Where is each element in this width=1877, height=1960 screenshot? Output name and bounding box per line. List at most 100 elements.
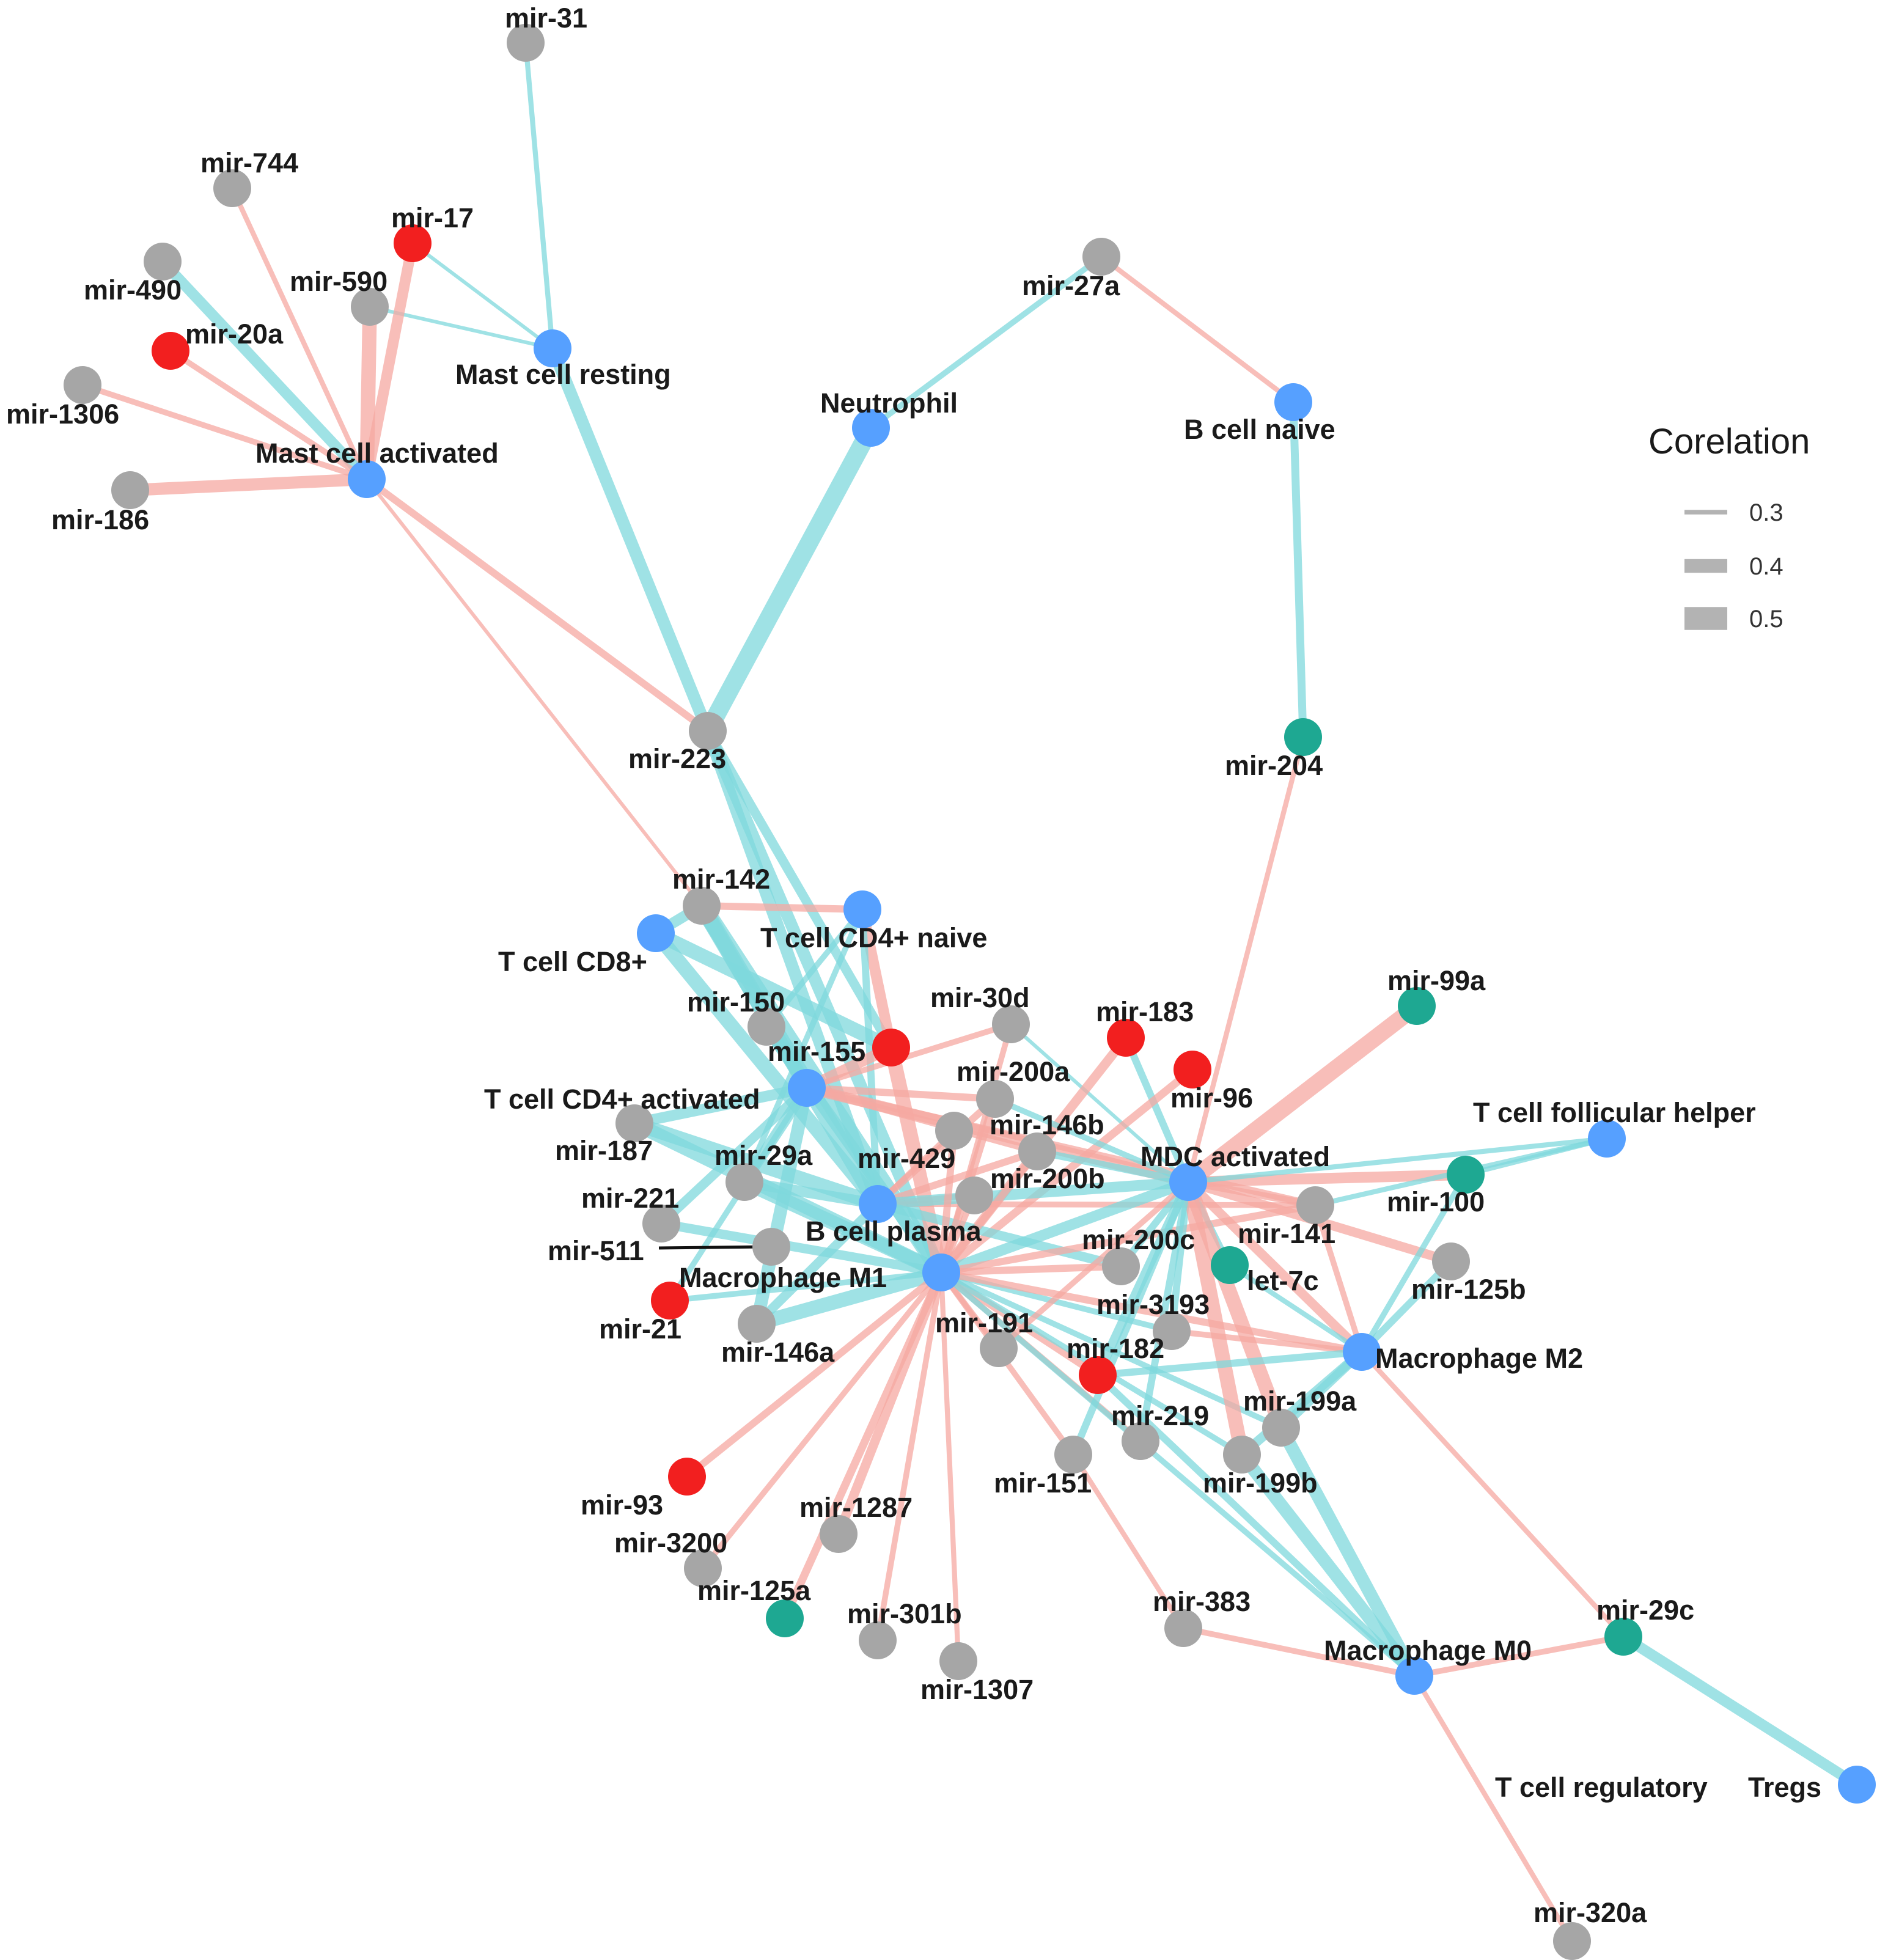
node-mir-3200[interactable]	[684, 1549, 722, 1587]
node-b-naive[interactable]	[1274, 383, 1312, 421]
node-mir-30d[interactable]	[992, 1005, 1030, 1043]
edge-t-cd4-activated-mir-200a	[806, 1084, 996, 1103]
edge-mast-activated-mir-1306	[81, 382, 368, 482]
edge-mdc-activated-mir-146b	[1036, 1148, 1189, 1186]
node-mir-186[interactable]	[111, 471, 149, 509]
label-mir-219: mir-219	[1111, 1400, 1209, 1431]
node-mir-200b[interactable]	[955, 1176, 993, 1214]
edge-mac-m2-mir-182	[1097, 1348, 1362, 1379]
node-mir-1306[interactable]	[64, 366, 101, 404]
edge-mast-activated-mir-20a	[169, 348, 369, 482]
label-mir-155: mir-155	[768, 1036, 865, 1067]
label-b-plasma: B cell plasma	[806, 1216, 982, 1247]
node-neutrophil[interactable]	[852, 409, 890, 447]
node-mir-199a[interactable]	[1262, 1409, 1300, 1447]
edge-mir-142-t-cd4-naive	[701, 902, 863, 913]
node-mir-125a[interactable]	[766, 1599, 804, 1637]
edge-mac-m1-mir-146b	[938, 1149, 1040, 1275]
node-mir-146b[interactable]	[1018, 1132, 1056, 1170]
node-mir-744[interactable]	[213, 169, 251, 207]
node-mir-17[interactable]	[394, 224, 432, 262]
node-mir-29c[interactable]	[1604, 1618, 1642, 1656]
node-mir-20a[interactable]	[152, 332, 189, 370]
node-mir-31[interactable]	[507, 24, 545, 62]
node-mdc-activated[interactable]	[1169, 1163, 1207, 1201]
node-mir-125b[interactable]	[1432, 1242, 1470, 1280]
edge-mir-30d-mdc-activated	[1010, 1022, 1189, 1184]
node-mir-155[interactable]	[872, 1029, 910, 1066]
label-b-naive: B cell naive	[1184, 414, 1335, 445]
node-mir-142[interactable]	[683, 887, 721, 925]
edge-b-naive-mir-27a	[1100, 254, 1295, 405]
node-mir-99a[interactable]	[1398, 987, 1436, 1025]
node-mir-1307[interactable]	[939, 1642, 977, 1680]
node-mir-146a[interactable]	[738, 1305, 776, 1343]
node-mir-219[interactable]	[1122, 1422, 1159, 1460]
node-mac-m2[interactable]	[1343, 1333, 1381, 1371]
node-mir-511[interactable]	[752, 1228, 790, 1266]
label-mir-204: mir-204	[1225, 750, 1323, 781]
node-mir-27a[interactable]	[1082, 238, 1120, 276]
node-mac-m0[interactable]	[1395, 1657, 1433, 1695]
node-mir-383[interactable]	[1164, 1609, 1202, 1647]
edge-mac-m1-mir-93	[685, 1269, 944, 1480]
label-mir-3193: mir-3193	[1096, 1289, 1210, 1320]
node-mir-490[interactable]	[144, 243, 182, 281]
node-t-cd4-naive[interactable]	[843, 890, 881, 928]
node-mir-429[interactable]	[935, 1112, 973, 1150]
label-t-fh: T cell follicular helper	[1473, 1097, 1756, 1128]
node-b-plasma[interactable]	[859, 1185, 897, 1223]
edge-b-plasma-mir-146b	[876, 1148, 1038, 1208]
node-mir-191[interactable]	[980, 1329, 1018, 1367]
edge-mir-146a-mac-m1	[754, 1265, 944, 1331]
node-tregs[interactable]	[1838, 1766, 1876, 1804]
node-mir-200a[interactable]	[976, 1080, 1014, 1118]
label-mir-200c: mir-200c	[1082, 1224, 1195, 1255]
node-mir-21[interactable]	[651, 1282, 689, 1320]
node-mir-100[interactable]	[1447, 1156, 1485, 1194]
node-mir-204[interactable]	[1284, 718, 1322, 756]
node-mir-93[interactable]	[668, 1458, 706, 1496]
edge-mac-m1-mac-m0	[939, 1270, 1417, 1678]
node-mir-151[interactable]	[1054, 1436, 1092, 1474]
node-mir-182[interactable]	[1079, 1356, 1117, 1394]
node-mir-223[interactable]	[689, 712, 727, 750]
node-mir-199b[interactable]	[1223, 1436, 1261, 1474]
node-mac-m1[interactable]	[922, 1253, 960, 1291]
edge-mir-99a-mdc-activated	[1183, 999, 1422, 1189]
node-mast-activated[interactable]	[348, 460, 386, 498]
edge-mac-m0-mir-320a	[1412, 1674, 1574, 1943]
node-let-7c[interactable]	[1211, 1246, 1249, 1284]
node-t-cd4-activated[interactable]	[788, 1069, 826, 1107]
edge-b-naive-mir-204	[1289, 402, 1307, 738]
edge-mac-m2-let-7c	[1228, 1263, 1364, 1354]
label-mir-301b: mir-301b	[847, 1598, 962, 1629]
edge-mac-m1-mir-141	[940, 1202, 1317, 1276]
edge-mir-96-mac-m1	[938, 1066, 1196, 1276]
label-mir-150: mir-150	[687, 986, 785, 1018]
node-mir-320a[interactable]	[1553, 1922, 1591, 1960]
node-t-cd8[interactable]	[637, 914, 675, 952]
node-mir-96[interactable]	[1174, 1051, 1211, 1088]
node-mir-3193[interactable]	[1153, 1312, 1191, 1350]
node-mir-141[interactable]	[1296, 1186, 1334, 1224]
node-mir-221[interactable]	[642, 1205, 680, 1242]
node-mir-187[interactable]	[615, 1104, 653, 1142]
legend: Corelation 0.30.40.5	[1648, 422, 1810, 633]
label-t-cd4-naive: T cell CD4+ naive	[760, 922, 987, 953]
node-t-fh[interactable]	[1588, 1120, 1626, 1158]
node-mir-590[interactable]	[351, 288, 389, 326]
node-mir-183[interactable]	[1107, 1019, 1145, 1057]
node-mast-resting[interactable]	[534, 329, 571, 367]
node-mir-1287[interactable]	[820, 1515, 858, 1553]
label-mir-29a: mir-29a	[714, 1140, 813, 1171]
node-mir-150[interactable]	[747, 1008, 785, 1046]
label-mdc-activated: MDC activated	[1141, 1141, 1330, 1172]
node-mir-200c[interactable]	[1102, 1247, 1140, 1285]
node-mir-29a[interactable]	[725, 1163, 763, 1201]
edge-t-cd4-activated-mir-187	[633, 1082, 808, 1129]
label-mir-20a: mir-20a	[185, 318, 284, 350]
node-mir-301b[interactable]	[859, 1621, 897, 1659]
label-mir-141: mir-141	[1238, 1218, 1335, 1249]
edge-mdc-activated-mir-199a	[1181, 1179, 1288, 1431]
